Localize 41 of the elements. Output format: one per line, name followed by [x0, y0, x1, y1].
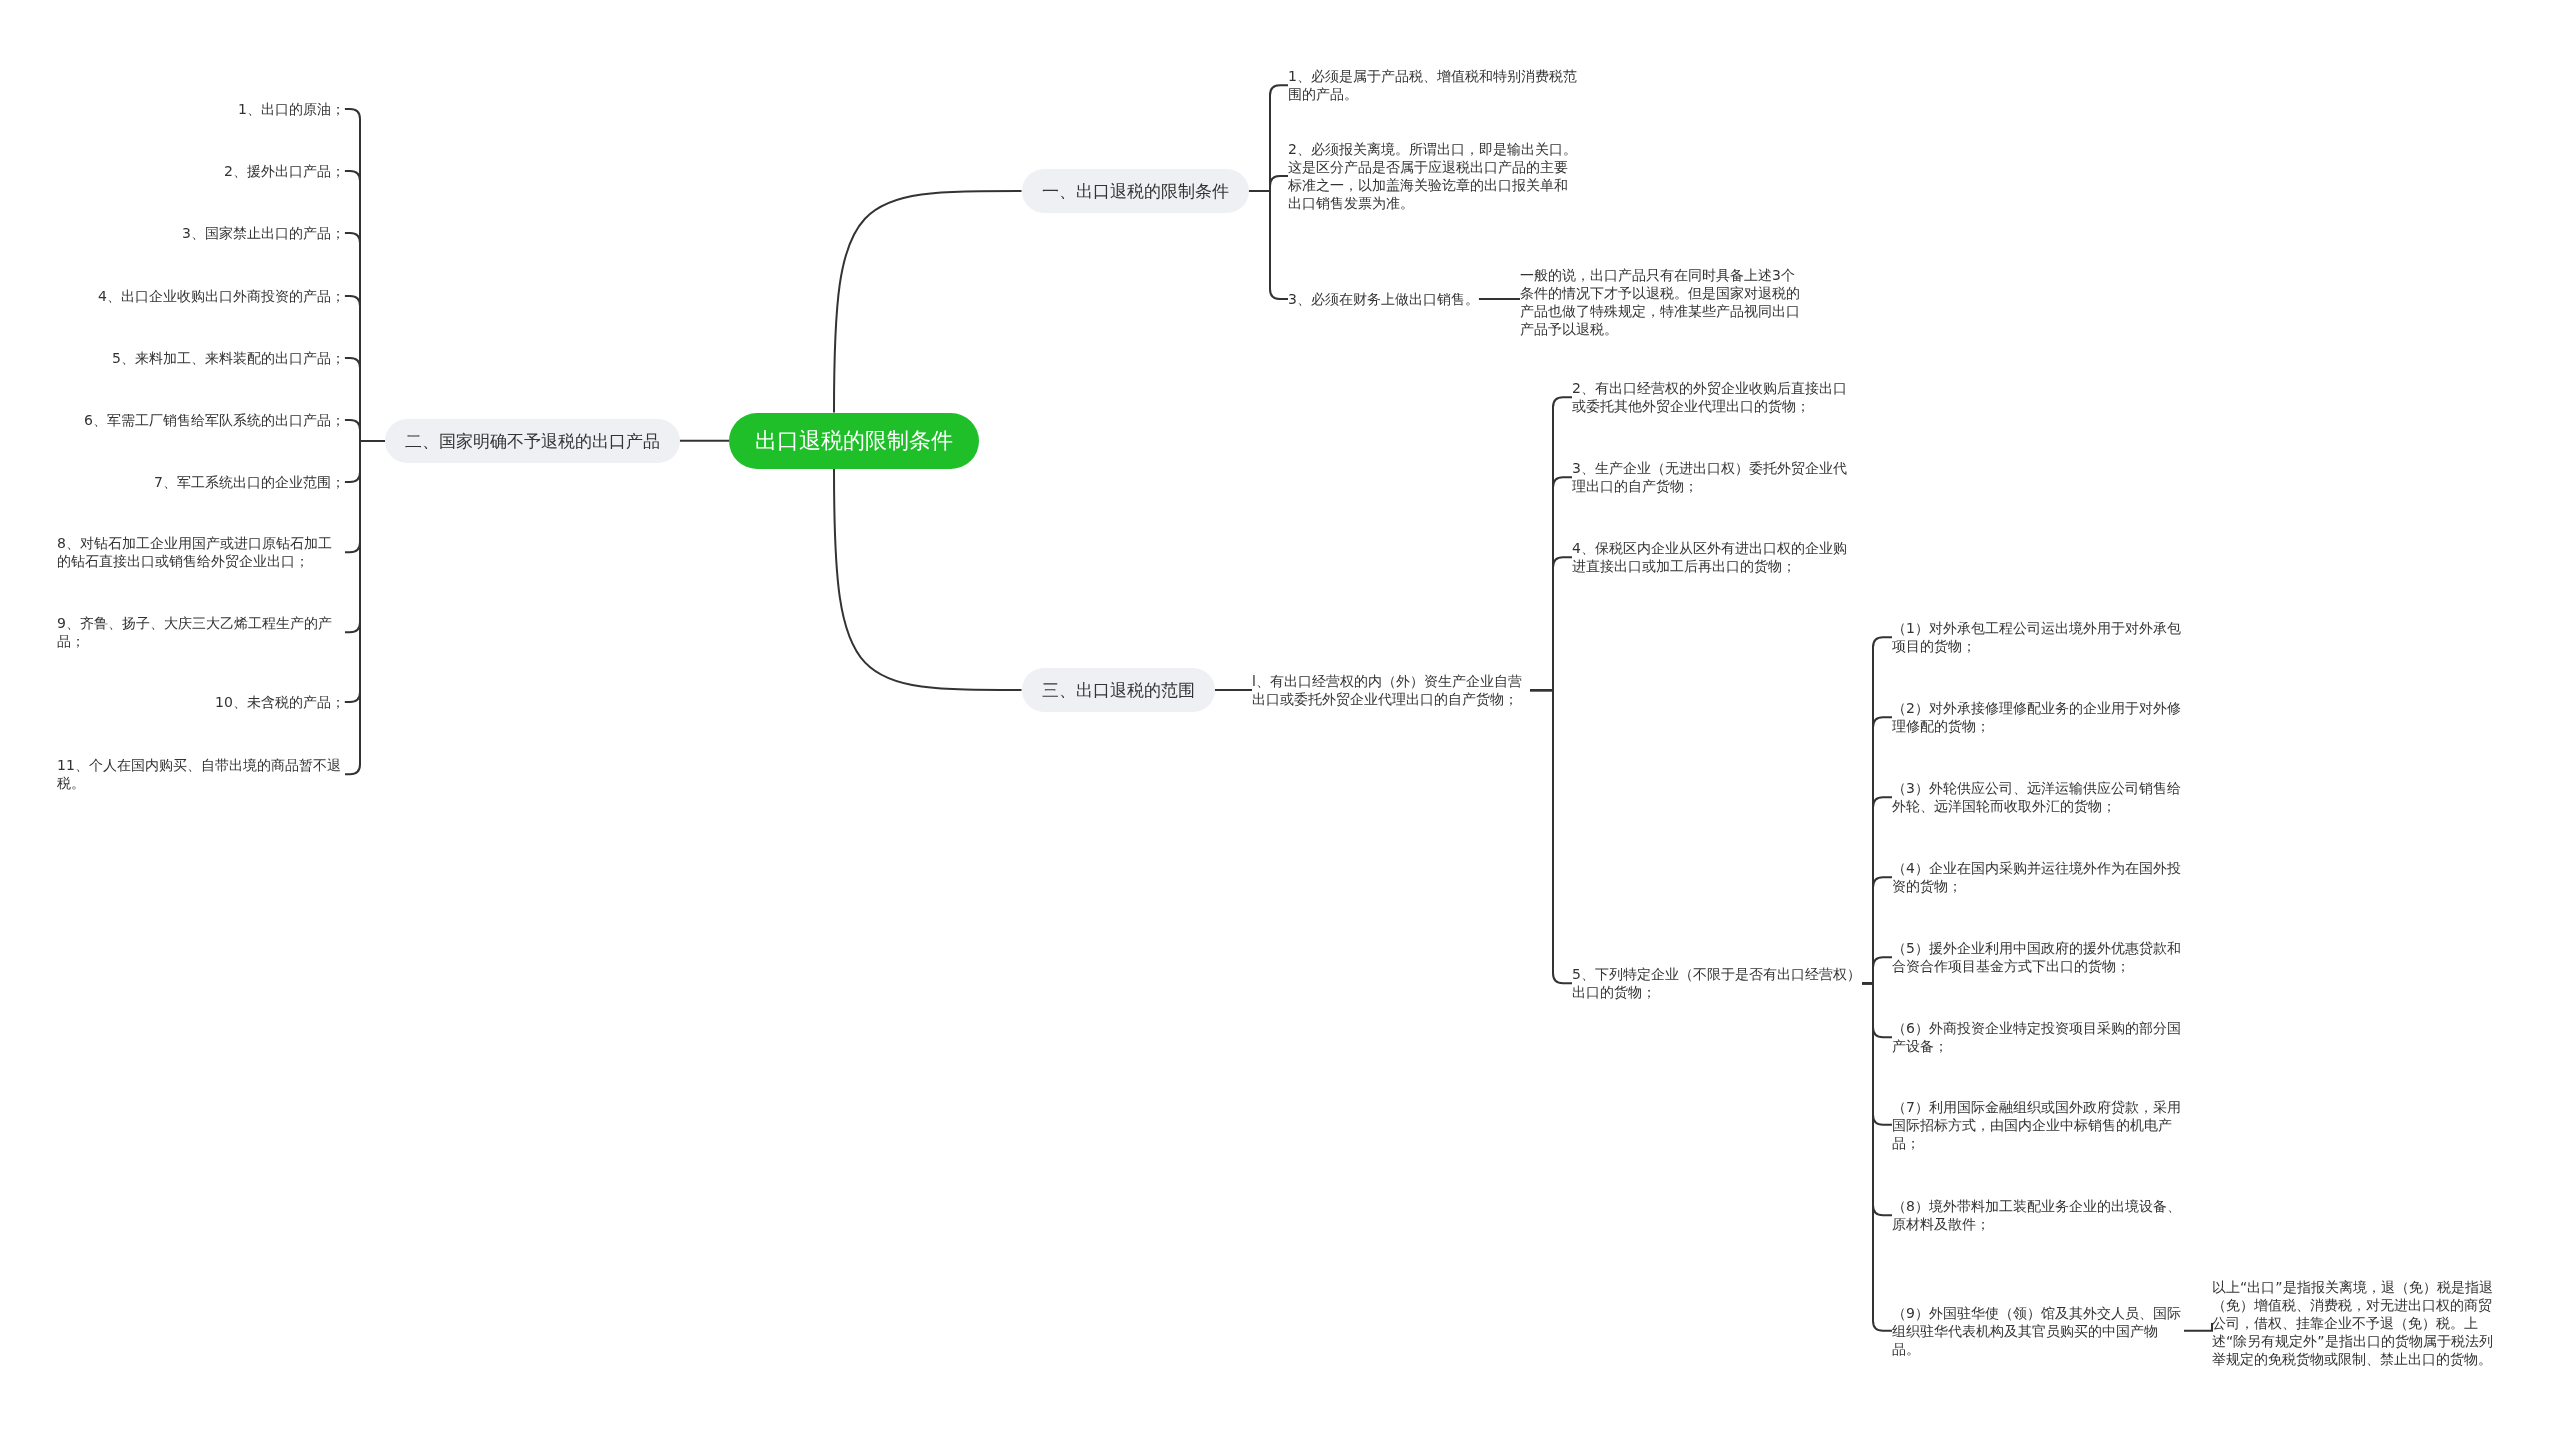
topic-text: 5、来料加工、来料装配的出口产品； — [112, 349, 345, 368]
topic-text: 3、生产企业（无进出口权）委托外贸企业代理出口的自产货物； — [1572, 459, 1860, 496]
topic-text: （9）外国驻华使（领）馆及其外交人员、国际组织驻华代表机构及其官员购买的中国产物品。 — [1892, 1303, 2184, 1359]
topic-text: 以上“出口”是指报关离境，退（免）税是指退（免）增值税、消费税，对无进出口权的商贸公司，借权、挂靠企业不予退（免）税。上述“除另有规定外”是指出口的货物属于税法列举规定的免税货物或限制、禁止出口的货物。 — [2212, 1277, 2504, 1369]
topic-text: （6）外商投资企业特定投资项目采购的部分国产设备； — [1892, 1019, 2184, 1056]
topic-text: （5）援外企业利用中国政府的援外优惠贷款和合资合作项目基金方式下出口的货物； — [1892, 939, 2184, 976]
topic-text: 2、有出口经营权的外贸企业收购后直接出口或委托其他外贸企业代理出口的货物； — [1572, 379, 1860, 416]
topic-text: 3、国家禁止出口的产品； — [182, 224, 345, 243]
topic-text: 3、必须在财务上做出口销售。 — [1288, 290, 1479, 309]
topic-text: （4）企业在国内采购并运往境外作为在国外投资的货物； — [1892, 859, 2184, 896]
topic-text: 9、齐鲁、扬子、大庆三大乙烯工程生产的产品； — [57, 614, 345, 651]
topic-text: 6、军需工厂销售给军队系统的出口产品； — [84, 411, 345, 430]
connector-line — [833, 468, 1023, 692]
topic-text: 4、保税区内企业从区外有进出口权的企业购进直接出口或加工后再出口的货物； — [1572, 539, 1860, 576]
topic-text: l、有出口经营权的内（外）资生产企业自营出口或委托外贸企业代理出口的自产货物； — [1252, 672, 1530, 709]
topic-text: （3）外轮供应公司、远洋运输供应公司销售给外轮、远洋国轮而收取外汇的货物； — [1892, 779, 2184, 816]
topic-text: （2）对外承接修理修配业务的企业用于对外修理修配的货物； — [1892, 699, 2184, 736]
connector-line — [1213, 689, 1253, 692]
topic-text: 10、未含税的产品； — [215, 693, 345, 712]
topic-text: 4、出口企业收购出口外商投资的产品； — [98, 287, 345, 306]
connector-line — [678, 439, 730, 442]
topic-text: 2、必须报关离境。所谓出口，即是输出关口。这是区分产品是否属于应退税出口产品的主要标准之一，以加盖海关验讫章的出口报关单和出口销售发票为准。 — [1288, 139, 1580, 213]
topic-text: （7）利用国际金融组织或国外政府贷款，采用国际招标方式，由国内企业中标销售的机电产品； — [1892, 1097, 2184, 1153]
central-topic: 出口退税的限制条件 — [729, 412, 979, 470]
topic-text: 11、个人在国内购买、自带出境的商品暂不退税。 — [57, 756, 345, 793]
connector-line — [2183, 1321, 2213, 1332]
topic-text: 5、下列特定企业（不限于是否有出口经营权）出口的货物； — [1572, 965, 1862, 1002]
connector-line — [1247, 190, 1289, 301]
topic-text: 1、必须是属于产品税、增值税和特别消费税范围的产品。 — [1288, 67, 1580, 104]
connector-line — [833, 190, 1023, 414]
topic-text: （8）境外带料加工装配业务企业的出境设备、原材料及散件； — [1892, 1197, 2184, 1234]
branch-topic: 一、出口退税的限制条件 — [1021, 169, 1249, 214]
topic-text: 一般的说，出口产品只有在同时具备上述3个条件的情况下才予以退税。但是国家对退税的产品也做了特殊规定，特准某些产品视同出口产品予以退税。 — [1520, 265, 1805, 339]
topic-text: 1、出口的原油； — [238, 100, 345, 119]
connector-line — [1477, 298, 1521, 301]
branch-topic: 二、国家明确不予退税的出口产品 — [384, 419, 680, 464]
branch-topic: 三、出口退税的范围 — [1021, 668, 1215, 713]
topic-text: （1）对外承包工程公司运出境外用于对外承包项目的货物； — [1892, 619, 2184, 656]
topic-text: 8、对钻石加工企业用国产或进口原钻石加工的钻石直接出口或销售给外贸企业出口； — [57, 534, 345, 571]
topic-text: 2、援外出口产品； — [224, 162, 345, 181]
topic-text: 7、军工系统出口的企业范围； — [154, 473, 345, 492]
